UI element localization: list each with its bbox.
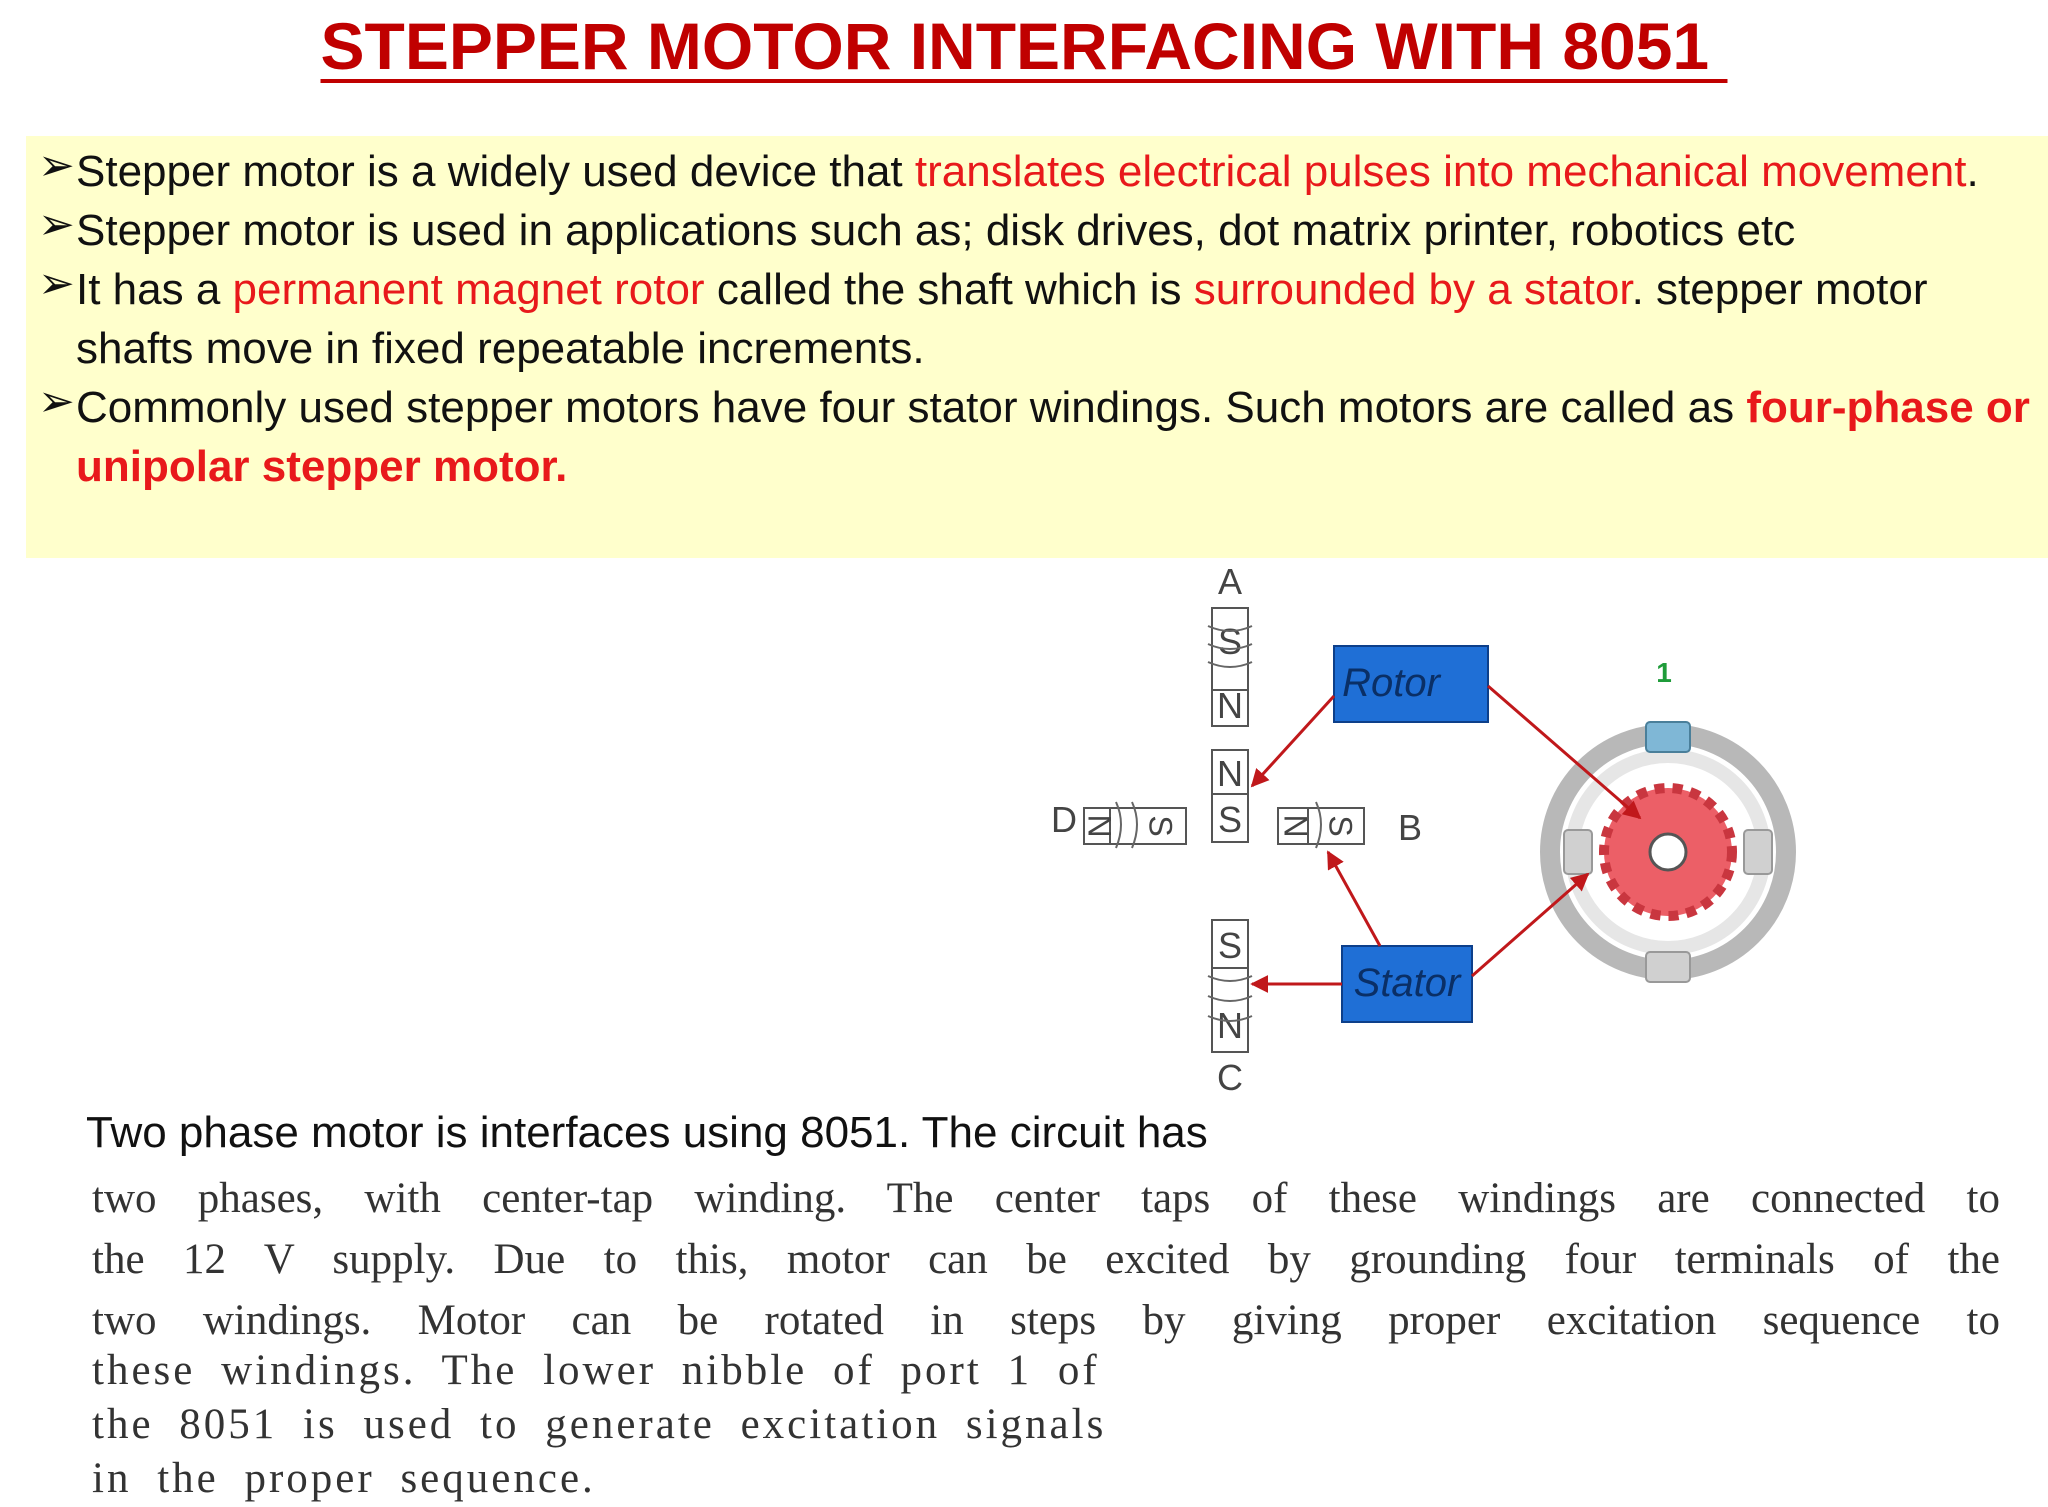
pole-a-n-label: N — [1217, 685, 1243, 726]
coil-c-icon — [1207, 975, 1253, 1022]
paragraph-line-1: two phases, with center-tap winding. The… — [92, 1175, 2000, 1222]
central-north-box — [1211, 749, 1249, 795]
stator-tooth-left — [1563, 829, 1593, 875]
pole-b-n-label: N — [1278, 814, 1314, 837]
tooth-number-label: 1 — [1656, 657, 1672, 688]
stator-to-pole-b-arrow — [1326, 850, 1382, 947]
bullet-text: . — [1966, 147, 1979, 196]
bullet-text: It has a — [76, 265, 233, 314]
pole-b-outer — [1307, 807, 1365, 845]
paragraph-line-5: the 8051 is used to generate excitation … — [92, 1401, 1107, 1448]
pole-a-inner — [1211, 689, 1249, 727]
bullet-text: . stepper motor shafts move in fixed rep… — [76, 265, 1928, 373]
paragraph-line-6: in the proper sequence. — [92, 1455, 596, 1502]
arrow-bullet-icon: ➢ — [38, 200, 75, 249]
coil-b-icon — [1315, 801, 1322, 849]
bullet-list: ➢ Stepper motor is a widely used device … — [36, 141, 2036, 496]
pole-c-n-label: N — [1217, 1005, 1243, 1046]
stator-tooth-right — [1743, 829, 1773, 875]
rotor-to-gear-arrow — [1487, 684, 1642, 820]
stator-tooth-bottom — [1645, 951, 1691, 983]
highlight-text: permanent magnet rotor — [232, 265, 705, 314]
arrow-bullet-icon: ➢ — [38, 259, 75, 308]
highlight-text: surrounded by a stator — [1193, 265, 1632, 314]
stator-to-ring-arrow — [1471, 872, 1590, 978]
terminal-b-label: B — [1398, 807, 1422, 848]
pole-c: S N C — [1207, 919, 1253, 1096]
page-title-row: STEPPER MOTOR INTERFACING WITH 8051 — [0, 8, 2048, 84]
terminal-d-label: D — [1051, 799, 1077, 840]
pole-a: A S N — [1207, 561, 1253, 727]
highlight-text: translates electrical pulses into mechan… — [914, 147, 1967, 196]
bullet-text: Stepper motor is used in applications su… — [76, 206, 1796, 255]
coil-a-icon — [1207, 625, 1253, 668]
central-n-label: N — [1217, 753, 1243, 794]
pole-d-n-label: N — [1082, 814, 1118, 837]
central-s-label: S — [1218, 799, 1242, 840]
diagram-caption: Two phase motor is interfaces using 8051… — [86, 1108, 1208, 1157]
page-title: STEPPER MOTOR INTERFACING WITH 8051 — [320, 9, 1728, 83]
pole-b: N S B — [1277, 801, 1422, 849]
bullet-item-4: ➢ Commonly used stepper motors have four… — [36, 377, 2036, 496]
stator-tooth-top — [1645, 721, 1691, 753]
coil-d-icon — [1115, 801, 1138, 849]
rotor-box — [1333, 645, 1489, 723]
rotor-to-pole-arrow — [1250, 694, 1336, 788]
rotor-shaft — [1648, 832, 1688, 872]
pole-d-inner — [1109, 807, 1187, 845]
bullet-text: called the shaft which is — [704, 265, 1194, 314]
paragraph-line-2: the 12 V supply. Due to this, motor can … — [92, 1236, 2000, 1283]
stator-box — [1341, 945, 1473, 1023]
pole-a-s-label: S — [1218, 621, 1242, 662]
motor-illustration: 1 — [1540, 657, 1796, 983]
rotor-label: Rotor — [1342, 661, 1441, 705]
pole-b-s-label: S — [1323, 815, 1359, 836]
central-south-box — [1211, 793, 1249, 843]
bullet-item-2: ➢ Stepper motor is used in applications … — [36, 200, 2036, 260]
highlight-bold-text: four-phase or unipolar stepper motor. — [76, 383, 2030, 491]
stator-label: Stator — [1354, 961, 1462, 1005]
terminal-c-label: C — [1217, 1057, 1243, 1096]
pole-d: D N S — [1051, 799, 1187, 849]
arrow-bullet-icon: ➢ — [38, 141, 75, 190]
terminal-a-label: A — [1218, 561, 1242, 602]
pole-d-s-label: S — [1143, 815, 1179, 836]
stepper-motor-diagram: A S N N S D N S N S B S N C Rotor — [1051, 561, 1796, 1096]
pole-c-s-label: S — [1218, 925, 1242, 966]
bullet-item-3: ➢ It has a permanent magnet rotor called… — [36, 259, 2036, 378]
bullet-text: Stepper motor is a widely used device th… — [76, 147, 915, 196]
arrow-bullet-icon: ➢ — [38, 377, 75, 426]
paragraph-line-4: these windings. The lower nibble of port… — [92, 1347, 1100, 1394]
bullet-item-1: ➢ Stepper motor is a widely used device … — [36, 141, 2036, 201]
bullet-panel — [26, 136, 2048, 558]
bullet-text: Commonly used stepper motors have four s… — [76, 383, 1747, 432]
paragraph-line-3: two windings. Motor can be rotated in st… — [92, 1297, 2000, 1344]
